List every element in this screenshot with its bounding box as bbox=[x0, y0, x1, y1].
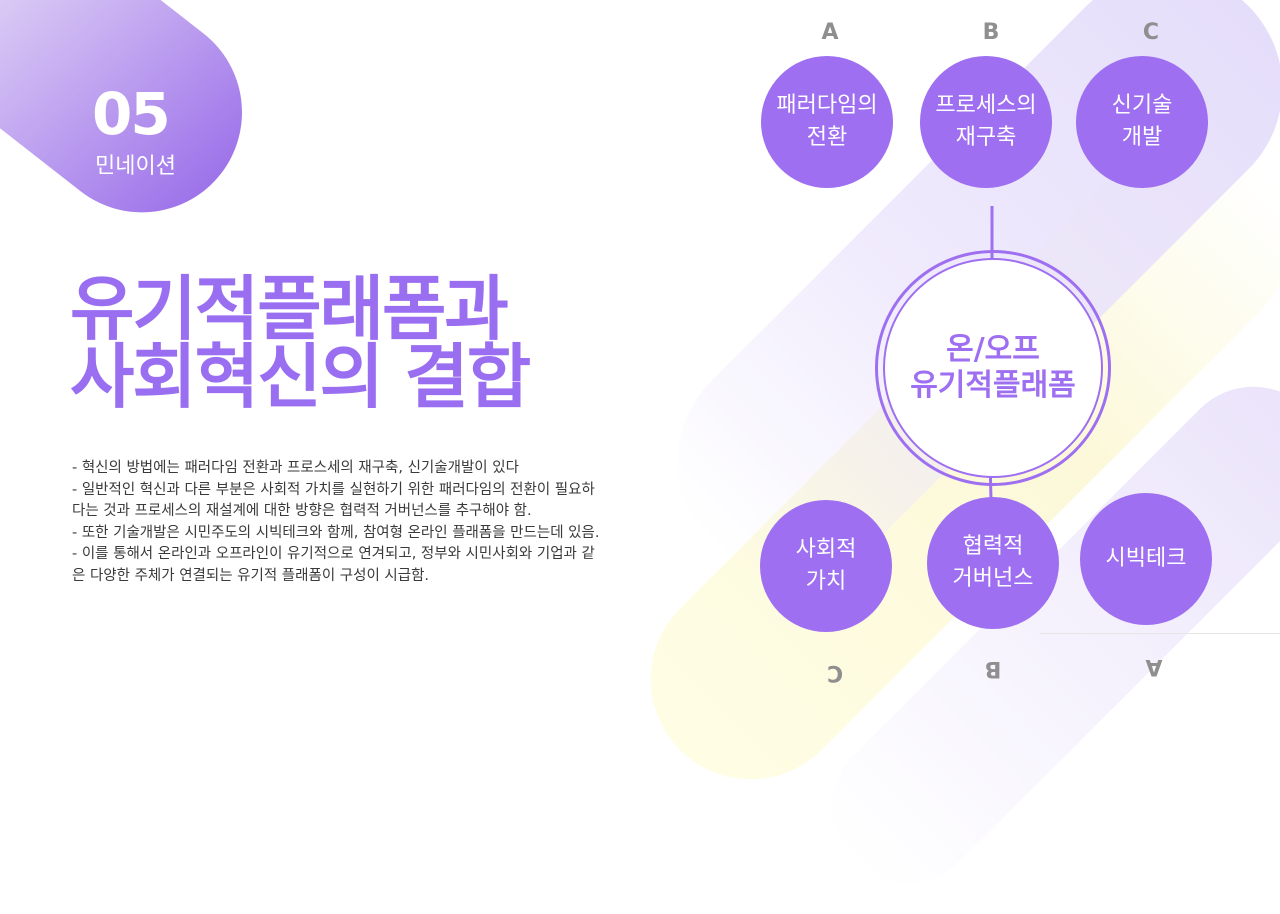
letter-bottom-a: A bbox=[1145, 654, 1163, 679]
divider-line bbox=[1040, 633, 1280, 634]
circle-process-rebuild: 프로세스의 재구축 bbox=[920, 56, 1052, 188]
letter-top-c: C bbox=[1142, 20, 1160, 45]
body-line: 다는 것과 프로세스의 재설계에 대한 방향은 협력적 거버넌스를 추구해야 함… bbox=[72, 503, 532, 519]
body-line: - 또한 기술개발은 시민주도의 시빅테크와 함께, 참여형 온라인 플래폼을 … bbox=[72, 524, 600, 541]
letter-top-b: B bbox=[982, 20, 1000, 45]
letter-bottom-b: B bbox=[984, 656, 1002, 681]
page-title: 유기적플래폼과 사회혁신의 결합 bbox=[70, 268, 531, 418]
body-line: - 이를 통해서 온라인과 오프라인이 유기적으로 연겨되고, 정부와 시민사회… bbox=[72, 546, 595, 562]
body-line: - 일반적인 혁신과 다른 부분은 사회적 가치를 실현하기 위한 패러다임의 … bbox=[72, 481, 595, 498]
letter-top-a: A bbox=[821, 20, 839, 45]
body-line: 은 다양한 주체가 연결되는 유기적 플래폼이 구성이 시급함. bbox=[72, 567, 430, 584]
body-text: - 혁신의 방법에는 패러다임 전환과 프로스세의 재구축, 신기술개발이 있다… bbox=[72, 458, 682, 587]
circle-civic-tech: 시빅테크 bbox=[1080, 493, 1212, 625]
page-title-line-2: 사회혁신의 결합 bbox=[70, 336, 531, 418]
letter-bottom-c: C bbox=[826, 660, 844, 685]
circle-paradigm-shift: 패러다임의 전환 bbox=[761, 56, 893, 188]
section-number: 05 bbox=[92, 80, 171, 148]
section-subtitle: 민네이션 bbox=[95, 154, 176, 179]
circle-new-tech: 신기술 개발 bbox=[1076, 56, 1208, 188]
circle-collaborative-governance: 협력적 거버넌스 bbox=[927, 497, 1059, 629]
body-line: - 혁신의 방법에는 패러다임 전환과 프로스세의 재구축, 신기술개발이 있다 bbox=[72, 460, 519, 476]
center-circle-ring bbox=[875, 250, 1111, 486]
circle-social-value: 사회적 가치 bbox=[760, 500, 892, 632]
page-title-line-1: 유기적플래폼과 bbox=[70, 268, 509, 350]
center-platform-label: 온/오프 유기적플래폼 bbox=[883, 258, 1103, 478]
